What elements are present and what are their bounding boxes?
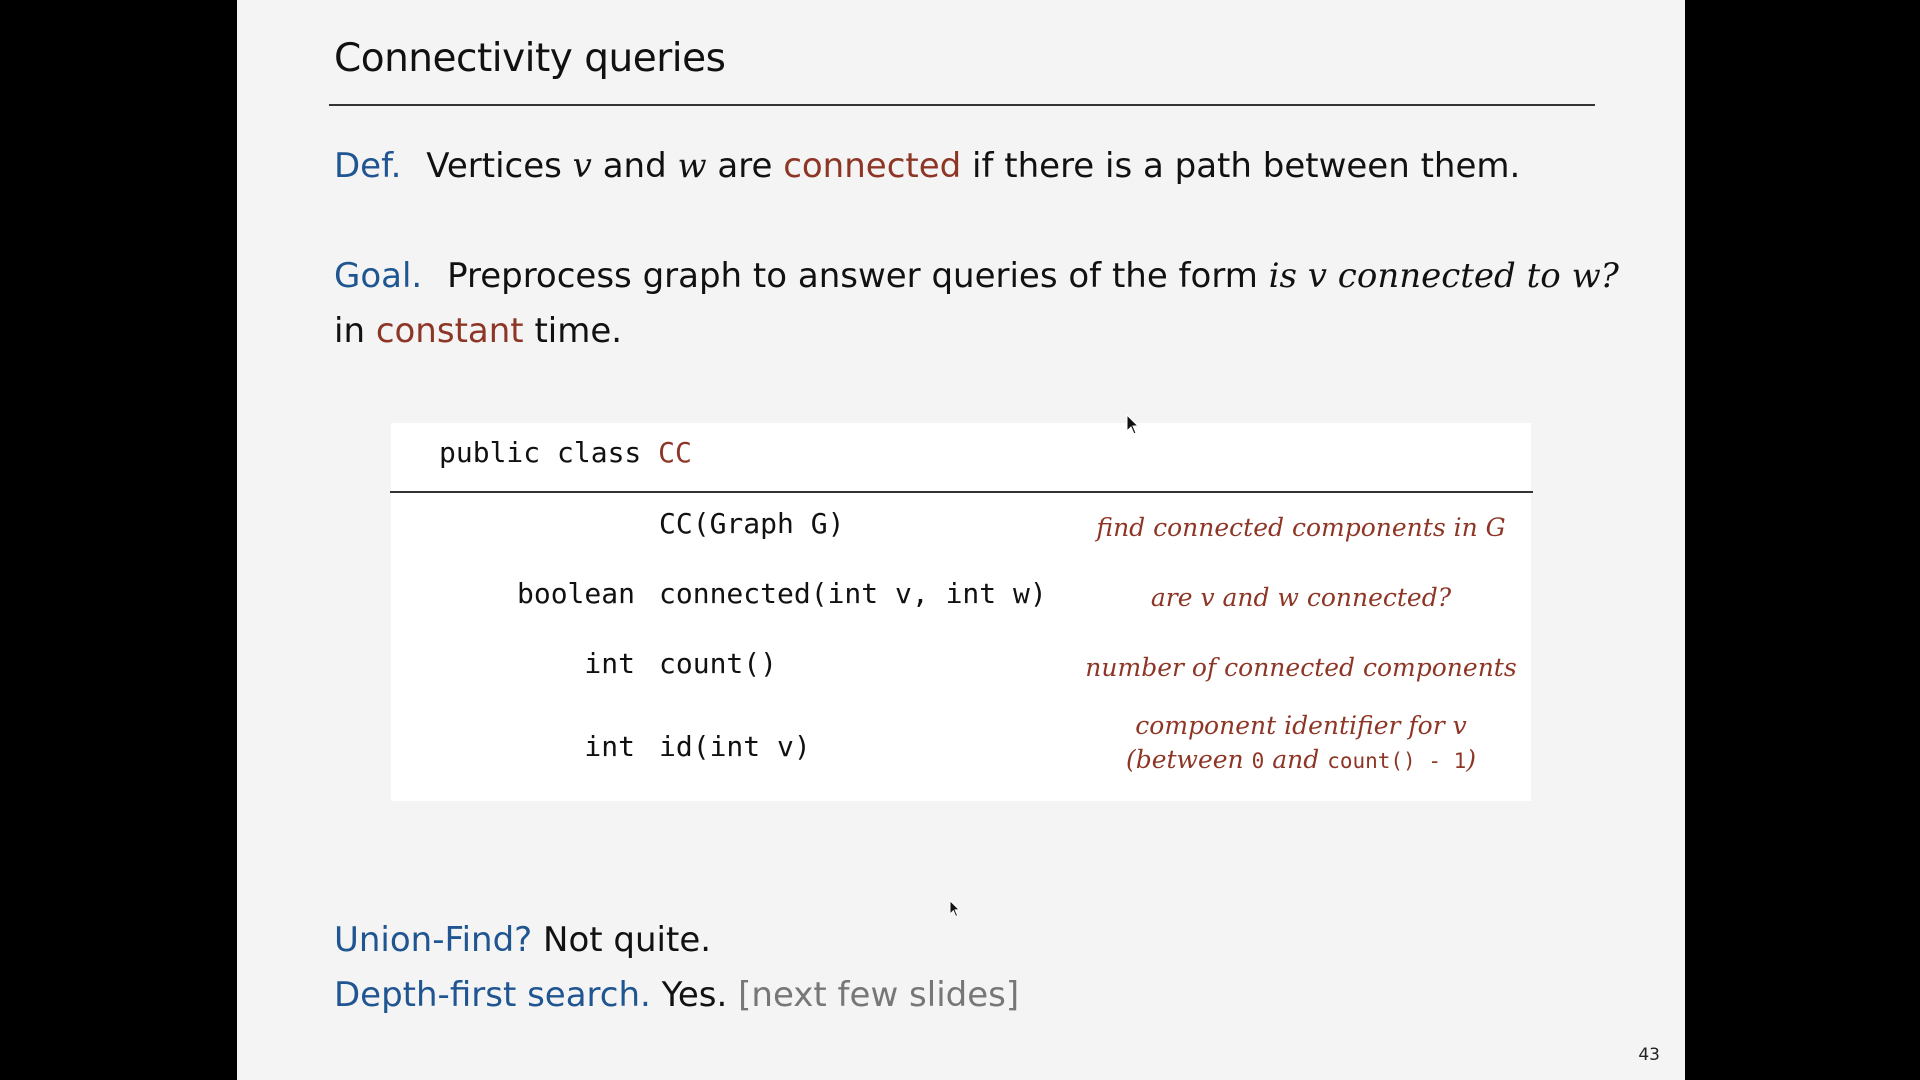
goal-text-1: Preprocess graph to answer queries of th… <box>447 256 1258 296</box>
def-text-1: Vertices <box>426 146 562 186</box>
def-var-v: v <box>572 146 592 186</box>
dfs-label: Depth-first search. <box>334 975 651 1015</box>
goal-keyword: constant <box>375 311 524 351</box>
goal-line-1: Goal. Preprocess graph to answer queries… <box>334 256 1619 296</box>
api-row-3-description: number of connected components <box>1085 653 1517 682</box>
api-row-4-desc-line-2: (between 0 and count() - 1) <box>1125 745 1477 774</box>
def-text-2: and <box>602 146 667 186</box>
slide-title: Connectivity queries <box>334 36 726 81</box>
api-table <box>391 423 1531 801</box>
api-row-4-description: component identifier for v (between 0 an… <box>1071 709 1531 778</box>
api-row-1-signature: CC(Graph G) <box>659 507 845 540</box>
api-row-1-description: find connected components in G <box>1096 513 1506 542</box>
api-header-prefix: public class <box>439 436 642 469</box>
api-row-3-return: int <box>584 647 635 680</box>
api-row-2-description: are v and w connected? <box>1150 583 1452 612</box>
def-label: Def. <box>334 146 402 186</box>
union-find-label: Union-Find? <box>334 920 533 960</box>
api-class-name: CC <box>658 436 692 469</box>
union-find-answer: Not quite. <box>543 920 712 960</box>
api-header-divider <box>390 491 1533 493</box>
api-row-2-signature: connected(int v, int w) <box>659 577 1047 610</box>
goal-text-2: in <box>334 311 365 351</box>
api-row-3-signature: count() <box>659 647 778 680</box>
page-number: 43 <box>1638 1045 1660 1065</box>
definition-line: Def. Vertices v and w are connected if t… <box>334 146 1520 186</box>
api-row-4-return: int <box>584 730 635 763</box>
api-row-2-return: boolean <box>516 577 635 610</box>
api-row-4-signature: id(int v) <box>659 730 811 763</box>
dfs-note: [next few slides] <box>738 975 1020 1015</box>
goal-query: is v connected to w? <box>1268 256 1619 296</box>
def-keyword: connected <box>783 146 962 186</box>
def-text-3: are <box>717 146 773 186</box>
goal-text-3: time. <box>534 311 623 351</box>
def-var-w: w <box>677 146 707 186</box>
goal-label: Goal. <box>334 256 423 296</box>
def-text-4: if there is a path between them. <box>972 146 1521 186</box>
dfs-line: Depth-first search. Yes. [next few slide… <box>334 975 1019 1015</box>
goal-line-2: in constant time. <box>334 311 622 351</box>
api-row-4-desc-line-1: component identifier for v <box>1135 711 1467 740</box>
dfs-answer: Yes. <box>661 975 728 1015</box>
union-find-line: Union-Find? Not quite. <box>334 920 711 960</box>
title-divider <box>329 104 1595 106</box>
api-header: public class CC <box>439 436 692 469</box>
slide: Connectivity queries Def. Vertices v and… <box>237 0 1685 1080</box>
